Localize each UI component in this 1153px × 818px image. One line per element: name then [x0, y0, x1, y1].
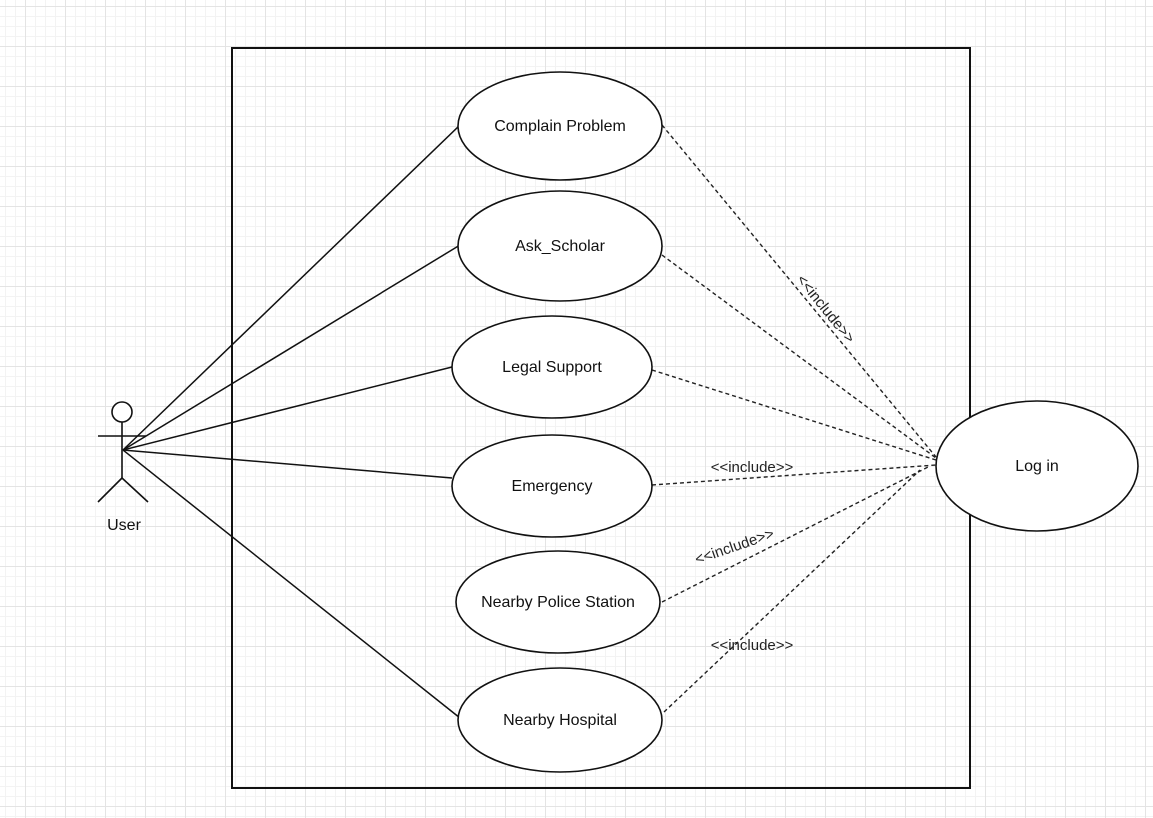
include-complain — [661, 124, 937, 458]
include-label: <<include>> — [693, 525, 777, 568]
include-hospital — [663, 469, 921, 713]
user-actor — [97, 401, 149, 503]
include-scholar — [661, 254, 937, 459]
use-case-label: Complain Problem — [494, 118, 626, 135]
include-emergency — [651, 464, 937, 486]
include-police — [661, 465, 931, 603]
include-label: <<include>> — [711, 459, 794, 476]
association-hospital — [122, 449, 461, 719]
include-label: <<include>> — [793, 272, 858, 347]
association-scholar — [122, 244, 461, 451]
use-case-ask-scholar — [457, 190, 663, 302]
actor-head — [111, 401, 133, 423]
use-case-label: Emergency — [512, 478, 593, 495]
use-case-label: Nearby Hospital — [503, 712, 617, 729]
use-case-nearby-hospital — [457, 667, 663, 773]
include-label: <<include>> — [711, 637, 794, 654]
association-emergency — [122, 449, 453, 479]
log-in-label: Log in — [1015, 458, 1059, 475]
use-case-emergency — [451, 434, 653, 538]
use-case-label: Ask_Scholar — [515, 238, 605, 255]
association-legal — [122, 366, 453, 451]
use-case-label: Nearby Police Station — [481, 594, 635, 611]
use-case-log-in — [935, 400, 1139, 532]
include-legal — [651, 369, 937, 461]
use-case-nearby-police-station — [455, 550, 661, 654]
use-case-label: Legal Support — [502, 359, 602, 376]
use-case-legal-support — [451, 315, 653, 419]
actor-label: User — [107, 517, 141, 534]
use-case-complain-problem — [457, 71, 663, 181]
association-complain — [122, 124, 461, 451]
